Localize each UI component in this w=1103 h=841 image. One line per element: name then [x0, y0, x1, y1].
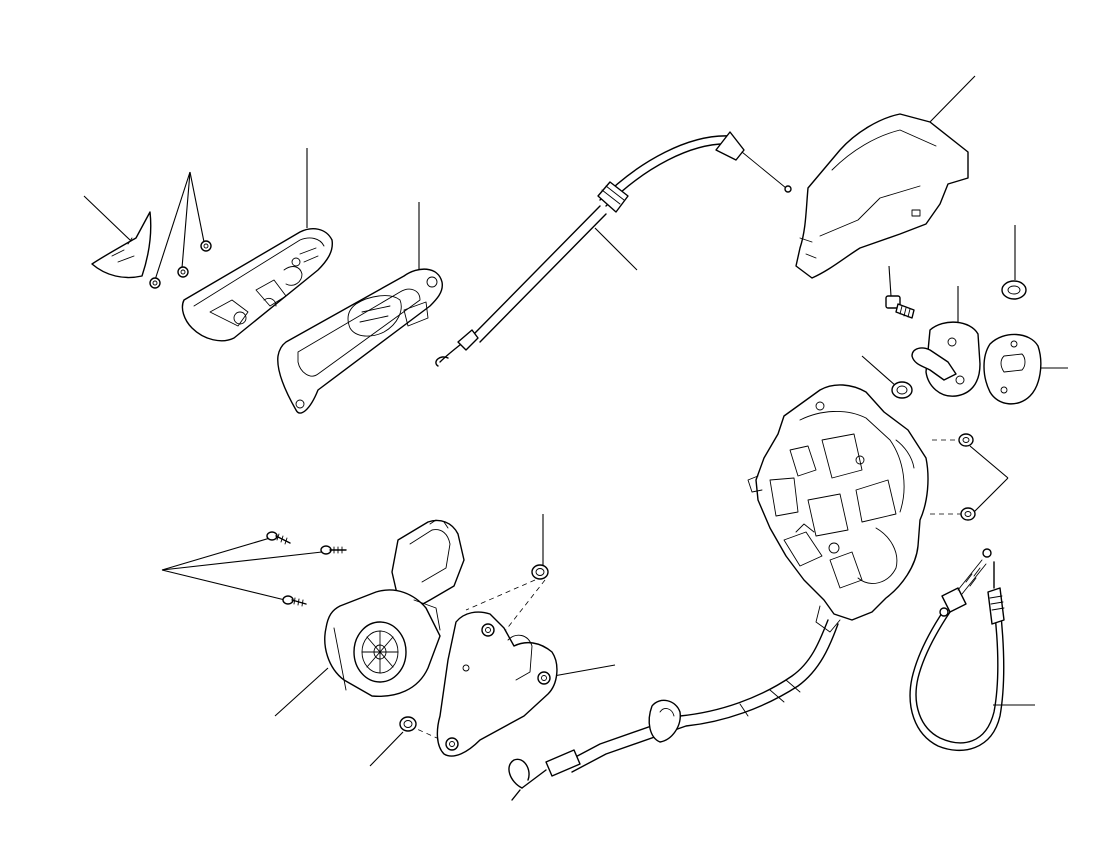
act-screw-b	[320, 545, 347, 555]
act-screw-c	[282, 595, 307, 607]
nut-a	[958, 433, 974, 447]
door-lock-unit	[747, 384, 929, 633]
motor-bracket	[436, 611, 558, 757]
actuator-motor	[324, 519, 465, 697]
lock-cable-long	[909, 548, 1005, 752]
assembly-dash-1	[465, 579, 536, 611]
assembly-dash-3	[409, 725, 447, 743]
leader-bracket	[547, 664, 616, 678]
leader-act-screw-a	[161, 537, 271, 571]
screw-a	[149, 277, 161, 289]
leader-bracket-washer	[369, 731, 404, 767]
leader-striker-bolt	[888, 265, 892, 297]
leader-act-screw-b	[161, 551, 323, 571]
bracket-washer	[399, 716, 417, 732]
shim-plate	[983, 333, 1042, 405]
lock-cover-shield	[795, 113, 969, 279]
leader-screw-a	[154, 171, 191, 281]
handle-cover	[91, 211, 152, 279]
leader-nut-b	[973, 477, 1009, 513]
leader-act-screw-c	[161, 569, 286, 601]
leader-nut-a	[969, 445, 1009, 479]
screw-b	[177, 266, 189, 278]
leader-screw-b	[181, 171, 191, 269]
lock-link-cable	[508, 619, 839, 801]
actuator-screws	[266, 531, 347, 607]
bracket-nut	[531, 564, 549, 580]
leader-screw-c	[189, 171, 205, 243]
leader-actuator	[274, 667, 329, 717]
leader-spacer-washer	[861, 355, 897, 387]
striker-plate	[911, 321, 981, 397]
leader-lock-cover	[927, 75, 976, 125]
release-cable	[435, 131, 792, 367]
inner-handle-mechanism	[181, 228, 333, 342]
lock-nuts	[958, 433, 976, 521]
nut-b	[960, 507, 976, 521]
handle-bezel-frame	[277, 268, 444, 414]
leader-release-cable	[594, 227, 638, 271]
leader-handle-cover	[83, 195, 131, 241]
spacer-washer	[891, 381, 913, 399]
screw-c	[200, 240, 212, 252]
washer-top	[1001, 280, 1027, 300]
screws-small	[149, 240, 212, 289]
act-screw-a	[266, 531, 291, 545]
striker-bolt	[885, 295, 915, 319]
